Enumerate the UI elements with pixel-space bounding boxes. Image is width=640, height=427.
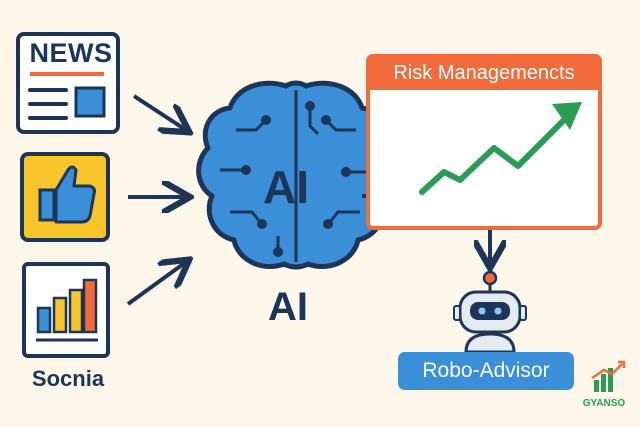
arrow-news-to-ai	[132, 94, 186, 130]
gyanso-logo-icon	[591, 360, 626, 392]
brain-inner-text: AI	[263, 161, 309, 213]
ai-caption: AI	[268, 285, 308, 329]
brain-icon	[196, 80, 396, 270]
news-title: NEWS	[29, 38, 113, 68]
risk-panel-title: Risk Managemencts	[393, 62, 575, 84]
arrow-chart-to-ai	[126, 262, 186, 306]
robot-icon	[453, 270, 527, 354]
thumbs-up-icon	[20, 152, 110, 242]
newspaper-icon	[16, 32, 120, 134]
gyanso-logo-text: GYANSO	[582, 398, 626, 409]
social-caption: Socnia	[31, 366, 105, 391]
uptrend-line-icon	[419, 102, 582, 195]
robo-advisor-label: Robo-Advisor	[398, 352, 574, 390]
bar-chart-document-icon	[22, 262, 110, 358]
